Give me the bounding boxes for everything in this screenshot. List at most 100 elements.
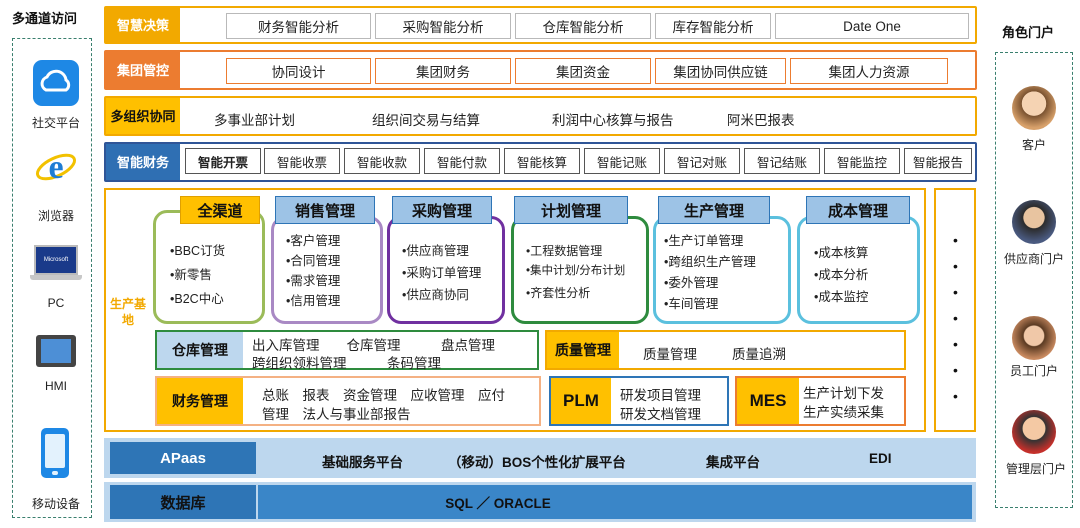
finance-analytics-item[interactable]: 财务智能分析 bbox=[226, 13, 371, 39]
module-item: •跨组织生产管理 bbox=[664, 255, 756, 269]
warehouse-line1: 出入库管理 仓库管理 盘点管理 bbox=[252, 338, 495, 353]
bos-extension-platform-item[interactable]: （移动）BOS个性化扩展平台 bbox=[448, 455, 626, 470]
quality-item: 质量管理 bbox=[643, 347, 697, 362]
module-item: •车间管理 bbox=[664, 297, 719, 311]
production-base-label: 生产基地 bbox=[109, 297, 146, 327]
svg-text:e: e bbox=[48, 149, 63, 186]
smart-accounting-item[interactable]: 智能核算 bbox=[504, 148, 580, 174]
database-tag: 数据库 bbox=[110, 485, 256, 519]
laptop-screen-text: Microsoft bbox=[43, 257, 69, 263]
smart-invoicing-item[interactable]: 智能开票 bbox=[185, 148, 261, 174]
basic-service-platform-item[interactable]: 基础服务平台 bbox=[322, 455, 403, 470]
channel-label-social: 社交平台 bbox=[31, 116, 80, 130]
group-control-tag: 集团管控 bbox=[106, 52, 180, 88]
purchase-title: 采购管理 bbox=[392, 196, 492, 224]
module-item: •集中计划/分布计划 bbox=[526, 265, 626, 277]
module-item: •采购订单管理 bbox=[402, 266, 482, 280]
smartphone-icon[interactable] bbox=[41, 428, 69, 478]
employee-avatar-icon[interactable] bbox=[1012, 316, 1056, 360]
multi-org-tag: 多组织协同 bbox=[106, 98, 180, 134]
module-item: •生产订单管理 bbox=[664, 234, 744, 248]
profit-center-report-item[interactable]: 利润中心核算与报告 bbox=[552, 113, 674, 128]
warehouse-analytics-item[interactable]: 仓库智能分析 bbox=[515, 13, 651, 39]
edi-item[interactable]: EDI bbox=[869, 451, 892, 466]
integration-platform-item[interactable]: 集成平台 bbox=[706, 455, 760, 470]
amoeba-report-item[interactable]: 阿米巴报表 bbox=[727, 113, 795, 128]
module-item: •需求管理 bbox=[286, 274, 341, 288]
quality-trace-item: 质量追溯 bbox=[732, 347, 786, 362]
warehouse-line2: 跨组织领料管理 条码管理 bbox=[252, 356, 441, 371]
channel-label-hmi: HMI bbox=[45, 379, 67, 393]
smart-invoice-receipt-item[interactable]: 智能收票 bbox=[264, 148, 340, 174]
module-item: •信用管理 bbox=[286, 294, 341, 308]
mes-frame[interactable] bbox=[735, 376, 906, 426]
finance-line2: 管理 法人与事业部报告 bbox=[262, 407, 411, 422]
plm-document-item: 研发文档管理 bbox=[620, 407, 701, 422]
quality-frame[interactable] bbox=[545, 330, 906, 370]
group-supply-chain-item[interactable]: 集团协同供应链 bbox=[655, 58, 786, 84]
production-base-frame bbox=[104, 188, 926, 432]
inventory-analytics-item[interactable]: 库存智能分析 bbox=[655, 13, 771, 39]
mes-actuals-item: 生产实绩采集 bbox=[803, 405, 884, 420]
sales-module[interactable]: •客户管理 •合同管理 •需求管理 •信用管理 bbox=[271, 216, 383, 324]
smart-report-item[interactable]: 智能报告 bbox=[904, 148, 972, 174]
plm-project-item: 研发项目管理 bbox=[620, 388, 701, 403]
smart-collection-item[interactable]: 智能收款 bbox=[344, 148, 420, 174]
planning-title: 计划管理 bbox=[514, 196, 628, 224]
cloud-app-icon[interactable] bbox=[33, 60, 79, 106]
finance-frame[interactable] bbox=[155, 376, 541, 426]
cost-module[interactable]: •成本核算 •成本分析 •成本监控 bbox=[797, 216, 920, 324]
module-item: •工程数据管理 bbox=[526, 244, 603, 258]
manager-avatar-icon[interactable] bbox=[1012, 410, 1056, 454]
omnichannel-module[interactable]: •BBC订货 •新零售 •B2C中心 bbox=[153, 210, 265, 324]
module-item: •齐套性分析 bbox=[526, 286, 591, 300]
plm-frame[interactable] bbox=[549, 376, 729, 426]
group-hr-item[interactable]: 集团人力资源 bbox=[790, 58, 948, 84]
smart-decision-tag: 智慧决策 bbox=[106, 8, 180, 42]
group-finance-item[interactable]: 集团财务 bbox=[375, 58, 511, 84]
group-funds-item[interactable]: 集团资金 bbox=[515, 58, 651, 84]
portal-label-supplier: 供应商门户 bbox=[1003, 252, 1064, 266]
portal-label-manager: 管理层门户 bbox=[1005, 462, 1066, 476]
date-one-item[interactable]: Date One bbox=[775, 13, 969, 39]
smart-monitoring-item[interactable]: 智能监控 bbox=[824, 148, 900, 174]
multi-org-row bbox=[104, 96, 977, 136]
smart-finance-row bbox=[104, 142, 977, 182]
finance-line1: 总账 报表 资金管理 应收管理 应付 bbox=[262, 388, 505, 403]
module-item: •客户管理 bbox=[286, 234, 341, 248]
production-title: 生产管理 bbox=[658, 196, 770, 224]
production-module[interactable]: •生产订单管理 •跨组织生产管理 •委外管理 •车间管理 bbox=[653, 216, 791, 324]
smart-bookkeeping-item[interactable]: 智能记账 bbox=[584, 148, 660, 174]
smart-payment-item[interactable]: 智能付款 bbox=[424, 148, 500, 174]
module-item: •BBC订货 bbox=[170, 244, 226, 258]
collab-design-item[interactable]: 协同设计 bbox=[226, 58, 371, 84]
mes-tag: MES bbox=[737, 378, 799, 424]
finance-tag: 财务管理 bbox=[157, 378, 243, 424]
apaas-tag: APaas bbox=[110, 442, 256, 474]
more-modules-column: • • • • • • • bbox=[934, 188, 976, 432]
module-item: •供应商协同 bbox=[402, 288, 469, 302]
customer-avatar-icon[interactable] bbox=[1012, 86, 1056, 130]
laptop-icon[interactable]: Microsoft bbox=[30, 245, 82, 285]
tablet-icon[interactable] bbox=[36, 335, 76, 367]
module-item: •成本分析 bbox=[814, 268, 869, 282]
purchase-analytics-item[interactable]: 采购智能分析 bbox=[375, 13, 511, 39]
inter-org-settlement-item[interactable]: 组织间交易与结算 bbox=[372, 113, 480, 128]
smart-closing-item[interactable]: 智记结账 bbox=[744, 148, 820, 174]
smart-reconciliation-item[interactable]: 智记对账 bbox=[664, 148, 740, 174]
more-dot: • bbox=[953, 336, 958, 352]
portal-label-customer: 客户 bbox=[1021, 138, 1046, 152]
portals-title: 角色门户 bbox=[1002, 25, 1055, 40]
channel-label-pc: PC bbox=[47, 296, 65, 310]
module-item: •B2C中心 bbox=[170, 292, 224, 306]
plm-tag: PLM bbox=[551, 378, 611, 424]
smart-decision-row bbox=[104, 6, 977, 44]
warehouse-frame[interactable] bbox=[155, 330, 539, 370]
planning-module[interactable]: •工程数据管理 •集中计划/分布计划 •齐套性分析 bbox=[511, 216, 649, 324]
multi-division-plan-item[interactable]: 多事业部计划 bbox=[214, 113, 295, 128]
purchase-module[interactable]: •供应商管理 •采购订单管理 •供应商协同 bbox=[387, 216, 505, 324]
browser-icon[interactable]: e bbox=[34, 145, 78, 189]
channels-title: 多通道访问 bbox=[12, 11, 78, 26]
database-bar bbox=[258, 485, 972, 519]
supplier-avatar-icon[interactable] bbox=[1012, 200, 1056, 244]
